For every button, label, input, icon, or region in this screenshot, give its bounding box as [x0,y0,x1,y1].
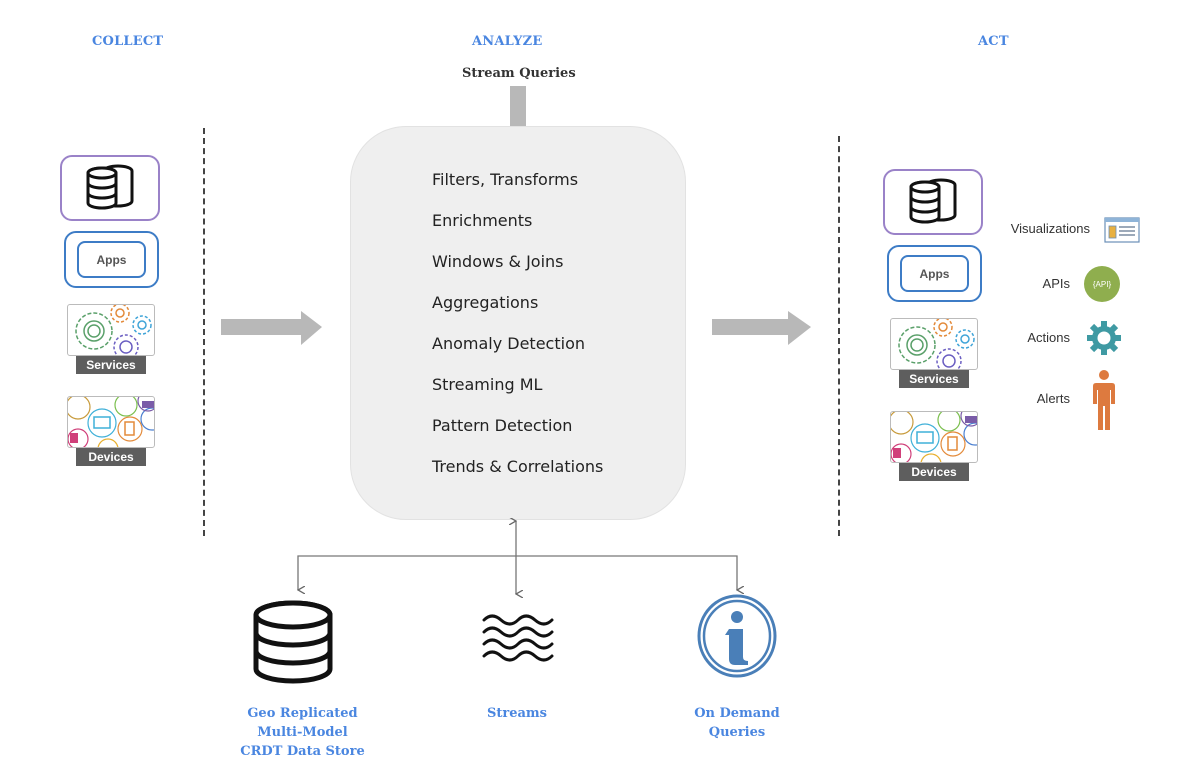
phase-act-heading: ACT [978,34,1009,49]
output-apis-label: APIs [1042,276,1070,291]
api-icon: {API} [1084,266,1120,302]
services-label: Services [899,370,969,388]
analyze-box [350,126,686,520]
analyze-item: Trends & Correlations [432,457,604,476]
analyze-item: Aggregations [432,293,539,312]
database-icon [86,164,134,210]
gears-icon [75,305,152,355]
devices-icon [68,397,154,447]
devices-icon [891,412,977,462]
apps-label: Apps [899,254,970,293]
analyze-item: Streaming ML [432,375,543,394]
output-actions-label: Actions [1027,330,1070,345]
storage-connectors [280,518,760,598]
collect-divider [203,128,205,536]
phase-collect-heading: COLLECT [92,34,164,49]
analyze-item: Windows & Joins [432,252,564,271]
database-icon [253,600,333,684]
collect-devices-tile [67,396,155,448]
analyze-item: Anomaly Detection [432,334,585,353]
devices-label: Devices [76,448,146,466]
gear-icon [1087,321,1121,355]
collect-apps-card: Apps [64,231,159,288]
act-apps-card: Apps [887,245,982,302]
collect-database-card [60,155,160,221]
database-icon [909,178,957,224]
act-divider [838,136,840,536]
services-label: Services [76,356,146,374]
storage-label-datastore: Geo Replicated Multi-Model CRDT Data Sto… [240,706,365,759]
act-services-tile [890,318,978,370]
dashboard-icon [1104,217,1140,243]
storage-label-queries: On Demand Queries [694,706,780,740]
storage-label-streams: Streams [486,706,547,721]
analyze-item: Pattern Detection [432,416,573,435]
analyze-item: Filters, Transforms [432,170,579,189]
act-database-card [883,169,983,235]
output-visualizations-label: Visualizations [1010,221,1090,236]
phase-analyze-heading: ANALYZE [472,34,543,49]
info-icon [697,594,777,678]
analyze-item: Enrichments [432,211,533,230]
collect-services-tile [67,304,155,356]
waves-icon [482,614,554,662]
devices-label: Devices [899,463,969,481]
right-arrow-icon [712,311,811,345]
output-alerts-label: Alerts [1036,391,1070,406]
act-devices-tile [890,411,978,463]
person-icon [1093,370,1115,430]
apps-label: Apps [76,240,147,279]
stream-queries-label: Stream Queries [462,66,576,81]
gears-icon [898,319,975,369]
right-arrow-icon [221,311,322,345]
